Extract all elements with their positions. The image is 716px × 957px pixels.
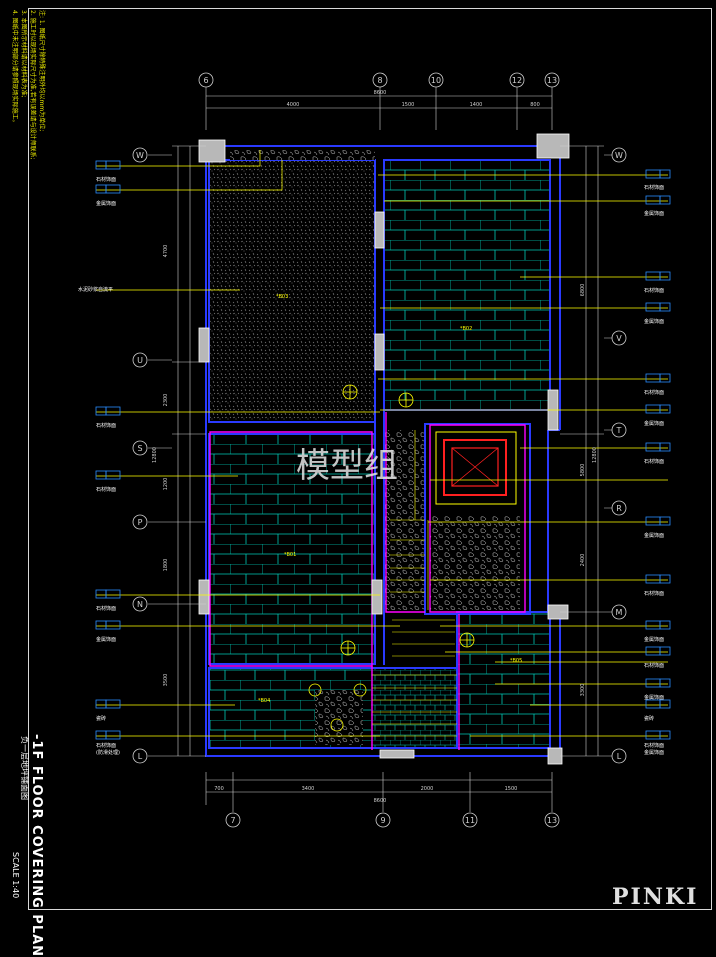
dim-right-total: 12800 [592,447,598,463]
area-cement-floor [209,160,375,422]
dim-right-seg: 5800 [580,464,586,477]
dimension-lines [172,88,604,805]
dim-bottom-seg: 2000 [421,786,434,792]
dim-left-total: 12800 [152,447,158,463]
grid-row-label: W [136,151,144,160]
grid-col-label: 8 [377,76,382,85]
dim-bottom-seg: 700 [214,786,224,792]
dim-top-seg: 1400 [470,102,483,108]
callout-right: 石材饰面 [644,390,665,396]
corridor-details [372,430,457,737]
callout-tags [95,160,671,740]
callout-left: 金属饰面 [96,201,117,207]
grid-row-label: P [138,518,143,527]
dim-top-seg: 1500 [402,102,415,108]
room-tag: *B03 [276,294,288,300]
grid-col-label: 11 [465,816,475,825]
callout-right: 金属饰面 [644,750,665,756]
area-top-right-stone [384,160,550,410]
leaders-left [96,150,400,737]
callout-left: (防滑处理) [96,750,120,756]
dim-bottom-seg: 1500 [505,786,518,792]
grid-col-label: 13 [547,76,557,85]
callout-left: 瓷砖 [96,716,107,722]
planter-strip [230,150,375,160]
floor-plan: 6 8 10 12 13 7 9 11 13 W U S P N L W V T… [95,72,671,828]
dim-right-seg: 6800 [580,284,586,297]
callout-right: 石材饰面 [644,288,665,294]
grid-row-label: W [615,151,623,160]
dim-top-seg: 800 [530,102,540,108]
room-tag: *B05 [510,658,522,664]
grid-row-label: T [616,426,622,435]
callout-right: 石材饰面 [644,185,665,191]
callout-right: 石材饰面 [644,663,665,669]
leaders-right [378,174,668,737]
grid-row-label: M [616,608,623,617]
room-tag: *B01 [284,552,296,558]
grid-row-label: N [137,600,143,609]
callout-left: 金属饰面 [96,637,117,643]
elevator-core [435,431,517,505]
callout-right: 石材饰面 [644,459,665,465]
dim-bottom-total: 8600 [374,798,387,804]
dim-top-total: 8600 [374,90,387,96]
callout-right: 瓷砖 [644,716,655,722]
dim-left-seg: 1800 [163,559,169,572]
callout-right: 金属饰面 [644,319,665,325]
drawing-title: -1F FLOOR COVERING PLAN [29,734,44,957]
dim-top-seg: 4000 [287,102,300,108]
area-bottom-right-stone [457,612,550,748]
dim-bottom-seg: 3400 [302,786,315,792]
dim-left-seg: 2300 [163,394,169,407]
grid-bubbles [132,72,627,828]
callout-right: 金属饰面 [644,533,665,539]
area-pebble-core [430,515,520,610]
sheet-border [28,8,712,910]
grid-col-label: 13 [547,816,557,825]
callout-left: 石材饰面 [96,606,117,612]
room-tags: *B03 *B02 *B01 *B04 *B05 [258,294,522,704]
grid-row-label: L [617,752,622,761]
callout-left: 石材饰面 [96,423,117,429]
grid-row-label: V [616,334,622,343]
callout-right: 石材饰面 [644,591,665,597]
grid-row-label: L [138,752,143,761]
callout-left: 石材饰面 [96,743,117,749]
area-pebble-bottom [315,690,363,745]
grid-labels: 6 8 10 12 13 7 9 11 13 W U S P N L W V T… [136,76,623,825]
door-symbols [308,384,475,732]
grid-col-label: 10 [431,76,441,85]
grid-row-label: R [616,504,622,513]
dim-left-seg: 4700 [163,245,169,258]
room-tag: *B02 [460,326,472,332]
grid-row-label: S [137,444,142,453]
grid-col-label: 9 [380,816,385,825]
callout-left: 水泥砂浆自流平 [78,287,114,293]
dim-left-seg: 1200 [163,478,169,491]
callout-right: 石材饰面 [644,743,665,749]
drawing-title-cn: 负一层地坪铺面图 [20,736,29,800]
callout-right: 金属饰面 [644,421,665,427]
grid-col-label: 7 [230,816,235,825]
drawing-scale: SCALE 1:40 [11,852,20,899]
callout-left: 石材饰面 [96,177,117,183]
grid-col-label: 12 [512,76,522,85]
callout-right: 金属饰面 [644,637,665,643]
brand-logo: PINKI [612,884,699,910]
callout-left: 石材饰面 [96,487,117,493]
grid-row-label: U [137,356,143,365]
grid-col-label: 6 [203,76,208,85]
watermark-text: 模型组 [296,446,398,486]
dim-left-seg: 3500 [163,674,169,687]
dim-right-seg: 3300 [580,684,586,697]
callout-right: 金属饰面 [644,211,665,217]
dim-right-seg: 2400 [580,554,586,567]
area-bottom-center-tile [371,668,457,748]
callout-right: 金属饰面 [644,695,665,701]
room-tag: *B04 [258,698,270,704]
dimension-texts: 8600 4000 1500 1400 800 700 3400 2000 15… [152,90,598,804]
drawing-sheet: 注: 1. 图纸尺寸除特殊注明外均以mm为单位; 2. 施工时以现场实际尺寸为准… [11,8,712,957]
